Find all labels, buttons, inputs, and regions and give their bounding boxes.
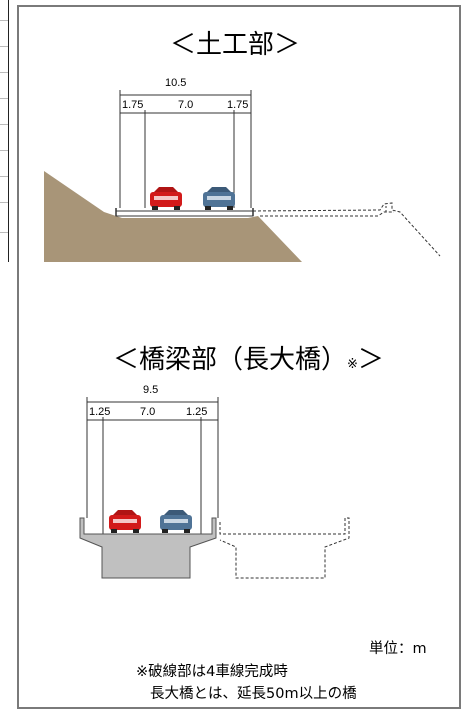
bridge-future-girder-dashed [219,517,350,579]
earthwork-lanes-width: 7.0 [178,99,194,111]
unit-note: 単位：m [369,641,427,657]
bridge-total-width: 9.5 [143,384,159,396]
earthwork-left-shoulder: 1.75 [122,99,144,111]
earthwork-title: ＜土工部＞ [170,30,301,60]
earthwork-right-shoulder: 1.75 [227,99,249,111]
red-car-icon [109,510,141,533]
bridge-title: ＜橋梁部（長大橋）※＞ [113,345,384,375]
red-car-icon [150,187,182,210]
adjacent-table-edge [0,0,9,262]
dashed-note: ※破線部は4車線完成時 [136,664,288,680]
cross-section-panel [17,5,461,709]
bridge-title-mark: ※ [347,357,358,372]
bridge-right-shoulder: 1.25 [186,406,208,418]
bridge-lanes-width: 7.0 [140,406,156,418]
earthwork-total-width: 10.5 [165,77,187,89]
long-bridge-note: 長大橋とは、延長50m以上の橋 [150,686,357,702]
blue-car-icon [203,187,235,210]
earthwork-future-lanes-dashed [252,202,441,257]
blue-car-icon [160,510,192,533]
earth-embankment [44,171,302,262]
bridge-girder [79,517,217,579]
bridge-left-shoulder: 1.25 [89,406,111,418]
